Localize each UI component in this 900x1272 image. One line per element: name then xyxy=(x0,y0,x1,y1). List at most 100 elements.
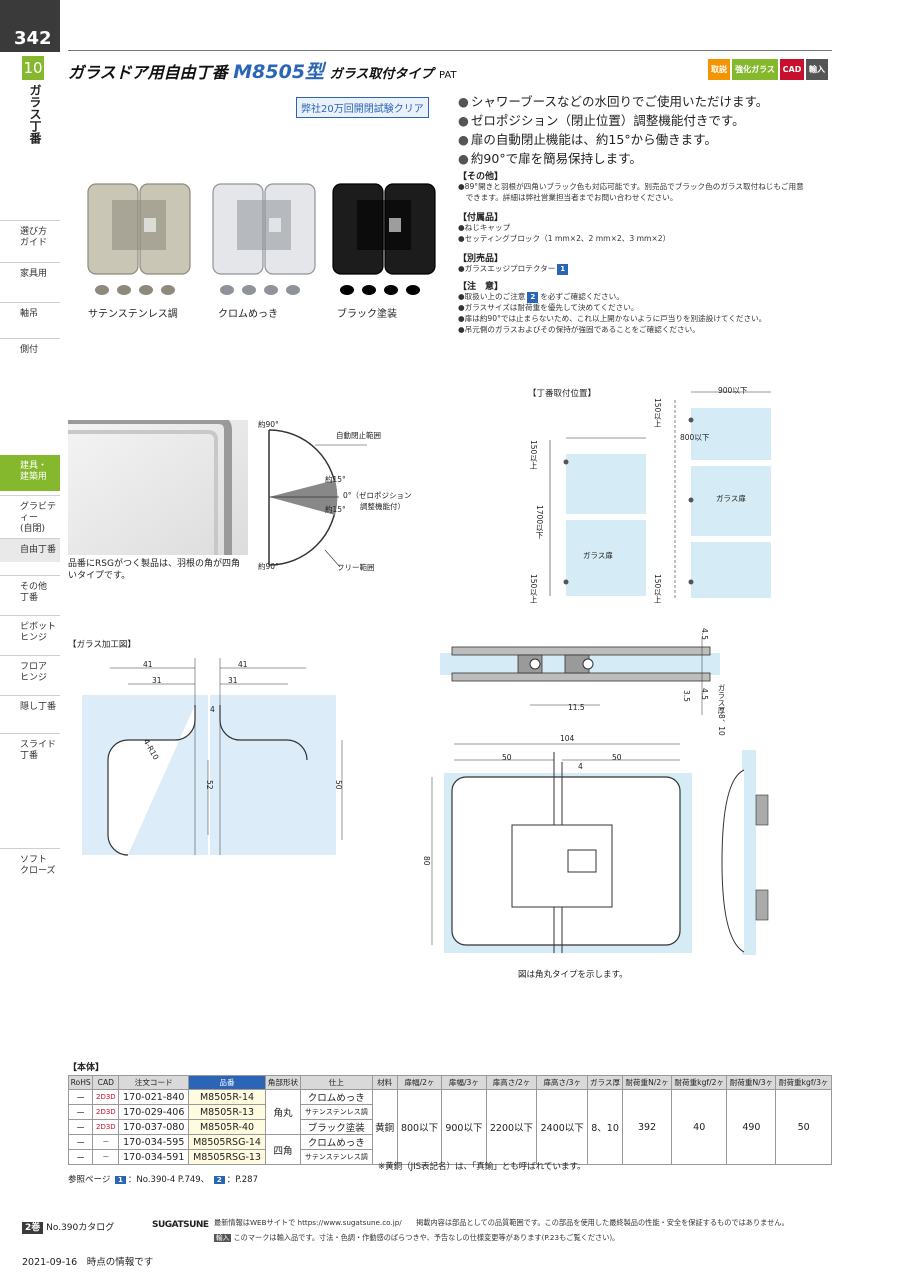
angle-top: 約90° xyxy=(258,420,279,429)
corner-caption: 品番にRSGがつく製品は、羽根の角が四角いタイプです。 xyxy=(68,559,240,581)
caution-lines: ●ガラスサイズは耐荷重を優先して決めてください。●扉は約90°では止まらないため… xyxy=(458,302,848,336)
table-header-cell: RoHS xyxy=(67,1075,94,1090)
hinge-d104: 104 xyxy=(560,734,575,743)
install-h150-b: 150以上 xyxy=(529,574,538,604)
caution-text-b: を必ずご確認ください。 xyxy=(540,292,624,301)
hinge-thick: ガラス厚8、10 xyxy=(717,684,726,736)
table-cell: 170-034-591 xyxy=(118,1149,190,1165)
table-cell: クロムめっき xyxy=(300,1134,373,1150)
screw-cap xyxy=(95,285,109,295)
title-subtitle: ガラス取付タイプ xyxy=(329,67,434,82)
table-cell: 490 xyxy=(726,1089,777,1165)
sidebar-nav-item[interactable]: スライド 丁番 xyxy=(0,733,60,767)
feature-item: 約90°で扉を簡易保持します。 xyxy=(458,149,858,168)
table-cell: 50 xyxy=(775,1089,832,1165)
install-glass-1: ガラス扉 xyxy=(583,551,613,560)
reference-pages: 参照ページ 1：No.390-4 P.749、 2：P.287 xyxy=(68,1173,258,1185)
screw-cap xyxy=(406,285,420,295)
ref-badge-1[interactable]: 1 xyxy=(115,1176,126,1184)
sidebar-nav-item[interactable]: 軸吊 xyxy=(0,302,60,330)
table-cell: 170-029-406 xyxy=(118,1104,190,1120)
table-header-cell: 耐荷重N/2ヶ xyxy=(622,1075,672,1090)
sidebar-nav-item[interactable]: その他 丁番 xyxy=(0,575,60,609)
screw-cap xyxy=(220,285,234,295)
sidebar-nav-item[interactable]: ソフト クローズ xyxy=(0,848,60,886)
product-photos xyxy=(87,183,436,295)
angle-bottom: 約90° xyxy=(258,562,279,571)
ref-badge-2[interactable]: 2 xyxy=(527,292,539,304)
hinge-d80: 80 xyxy=(422,856,431,866)
volume-badge: 2巻 xyxy=(22,1222,44,1234)
screw-cap xyxy=(117,285,131,295)
title-pat: PAT xyxy=(438,70,457,81)
hinge-d50-b: 50 xyxy=(612,753,622,762)
table-header-cell: 耐荷重kgf/3ヶ xyxy=(775,1075,832,1090)
table-note: ※黄銅（JIS表記名）は、「真鍮」とも呼ばれています。 xyxy=(378,1162,586,1172)
note-line: ●セッティングブロック（1 mm×2、2 mm×2、3 mm×2） xyxy=(458,234,671,244)
table-header-cell: 扉高さ/3ヶ xyxy=(536,1075,589,1090)
note-line: ●ガラスサイズは耐荷重を優先して決めてください。 xyxy=(458,303,639,312)
install-h150-c: 150以上 xyxy=(653,398,662,428)
footer-date: 2021-09-16 時点の情報です xyxy=(22,1257,154,1268)
sidebar-nav-item[interactable]: フロア ヒンジ xyxy=(0,655,60,689)
separate-text: ●ガラスエッジプロテクター xyxy=(458,264,556,273)
table-cell: M8505RSG-14 xyxy=(188,1134,266,1150)
sidebar-nav-item[interactable]: 自由丁番 xyxy=(0,538,60,562)
table-cell: － xyxy=(67,1149,94,1165)
screw-cap xyxy=(161,285,175,295)
table-cell: 2D3D xyxy=(92,1089,120,1105)
screw-cap xyxy=(139,285,153,295)
footer-info: 最新情報はWEBサイトで https://www.sugatsune.co.jp… xyxy=(214,1215,789,1246)
table-cell: 四角 xyxy=(264,1134,302,1165)
sidebar-nav-item[interactable]: ピボット ヒンジ xyxy=(0,615,60,649)
table-header-cell: 耐荷重kgf/2ヶ xyxy=(670,1075,728,1090)
header-badge: CAD 納まり xyxy=(780,59,804,95)
glass-d52: 52 xyxy=(205,780,214,790)
catalog-number: No.390カタログ xyxy=(46,1223,115,1233)
angle-minus15: 約15° xyxy=(325,505,346,514)
sidebar-nav-item[interactable]: 選び方 ガイド xyxy=(0,220,60,254)
hinge-front xyxy=(431,743,769,955)
hinge-photo xyxy=(87,183,191,295)
hinge-photo xyxy=(212,183,316,295)
hinge-d35: 3.5 xyxy=(682,690,691,702)
ref-badge-2[interactable]: 2 xyxy=(213,1176,225,1184)
table-cell: 170-021-840 xyxy=(118,1089,190,1105)
screw-cap xyxy=(286,285,300,295)
install-w2: 900以下 xyxy=(718,386,748,395)
table-cell: M8505R-40 xyxy=(188,1119,266,1135)
other-lines: ●89°開きと羽根が四角いブラック色も対応可能です。別売品でブラック色のガラス取… xyxy=(458,181,848,203)
product-label: クロムめっき xyxy=(218,309,278,320)
sidebar-nav-item[interactable]: 建具・ 建築用 xyxy=(0,455,60,491)
feature-item: ゼロポジション（閉止位置）調整機能付きです。 xyxy=(458,111,858,130)
angle-diagram xyxy=(268,429,367,568)
feature-item: シャワーブースなどの水回りでご使用いただけます。 xyxy=(458,92,858,111)
screw-cap xyxy=(264,285,278,295)
table-header-cell: 扉幅/2ヶ xyxy=(396,1075,443,1090)
install-glass-2: ガラス扉 xyxy=(716,494,746,503)
separate-title: 【別売品】 xyxy=(458,254,504,264)
accessory-lines: ●ねじキャップ●セッティングブロック（1 mm×2、2 mm×2、3 mm×2） xyxy=(458,222,848,244)
note-line: ●89°開きと羽根が四角いブラック色も対応可能です。別売品でブラック色のガラス取… xyxy=(458,182,804,191)
table-cell: M8505RSG-13 xyxy=(188,1149,266,1165)
glass-d4: 4 xyxy=(210,705,215,714)
install-diagram xyxy=(549,391,771,598)
sidebar: 342 10 ガラス丁番 選び方 ガイド家具用軸吊側付建具・ 建築用グラビティー… xyxy=(0,0,60,1272)
table-header-cell: 扉高さ/2ヶ xyxy=(485,1075,538,1090)
sidebar-nav-item[interactable]: 隠し丁番 xyxy=(0,695,60,721)
sidebar-nav-item[interactable]: グラビティー (自閉) xyxy=(0,495,60,534)
title-model: M8505型 xyxy=(233,61,325,83)
sidebar-nav-item[interactable]: 側付 xyxy=(0,338,60,366)
ref-badge-1[interactable]: 1 xyxy=(557,264,569,276)
ref-2-text: ：P.287 xyxy=(226,1175,258,1185)
glass-d31-a: 31 xyxy=(152,676,162,685)
install-w1: 800以下 xyxy=(680,433,710,442)
table-header-cell: 材料 xyxy=(371,1075,398,1090)
footer-volume: 2巻 No.390カタログ xyxy=(22,1220,115,1234)
footer-line-2: このマークは輸入品です。寸法・色調・作動感のばらつきや、予告なしの仕様変更等があ… xyxy=(233,1233,620,1242)
glass-diagram xyxy=(82,658,343,856)
sidebar-nav-item[interactable]: 家具用 xyxy=(0,262,60,290)
accessory-title: 【付属品】 xyxy=(458,213,504,223)
